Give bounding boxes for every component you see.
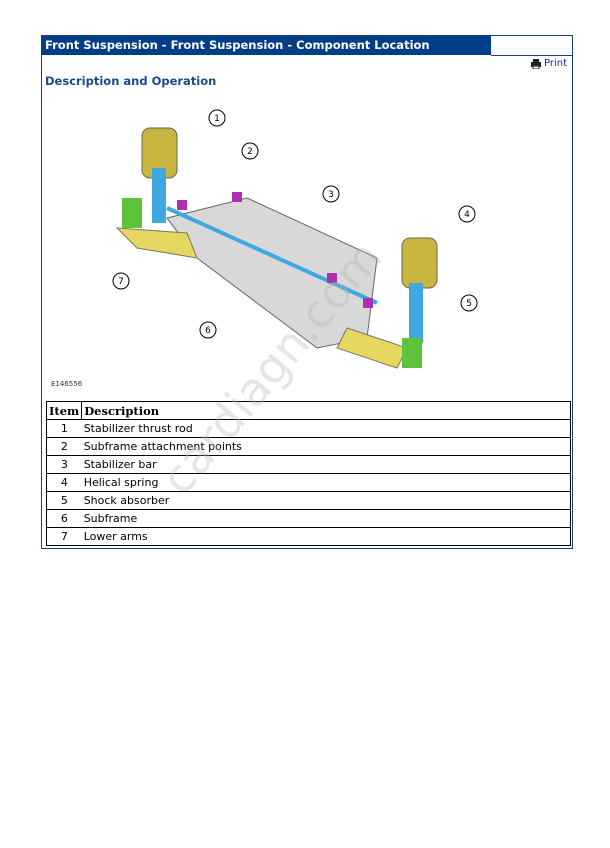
callout-7: 7 bbox=[118, 277, 124, 287]
callout-6: 6 bbox=[205, 326, 211, 336]
description-cell: Helical spring bbox=[81, 473, 571, 492]
header-description: Description bbox=[81, 401, 571, 420]
item-cell: 2 bbox=[45, 437, 82, 456]
header-item: Item bbox=[45, 401, 83, 420]
print-button[interactable]: Print bbox=[530, 58, 567, 69]
callout-4: 4 bbox=[464, 210, 470, 220]
figure-code: E146556 bbox=[51, 380, 83, 388]
header-box bbox=[491, 36, 572, 56]
item-cell: 4 bbox=[45, 473, 82, 492]
callout-5: 5 bbox=[466, 299, 472, 309]
description-cell: Subframe attachment points bbox=[81, 437, 571, 456]
description-cell: Stabilizer thrust rod bbox=[81, 419, 571, 438]
printer-icon bbox=[530, 58, 541, 69]
content-frame: Front Suspension - Front Suspension - Co… bbox=[41, 35, 573, 549]
callout-2: 2 bbox=[247, 147, 253, 157]
item-cell: 3 bbox=[45, 455, 82, 474]
callout-3: 3 bbox=[328, 190, 334, 200]
item-cell: 5 bbox=[45, 491, 82, 510]
suspension-illustration: 1 2 3 4 5 6 7 bbox=[112, 109, 478, 369]
callout-1: 1 bbox=[214, 114, 220, 124]
page-title: Front Suspension - Front Suspension - Co… bbox=[42, 36, 491, 55]
description-cell: Shock absorber bbox=[81, 491, 571, 510]
item-cell: 6 bbox=[45, 509, 82, 528]
description-cell: Subframe bbox=[81, 509, 571, 528]
item-cell: 7 bbox=[45, 527, 82, 546]
description-cell: Lower arms bbox=[81, 527, 571, 546]
section-heading: Description and Operation bbox=[45, 74, 217, 88]
item-cell: 1 bbox=[45, 419, 82, 438]
print-label: Print bbox=[543, 58, 567, 69]
